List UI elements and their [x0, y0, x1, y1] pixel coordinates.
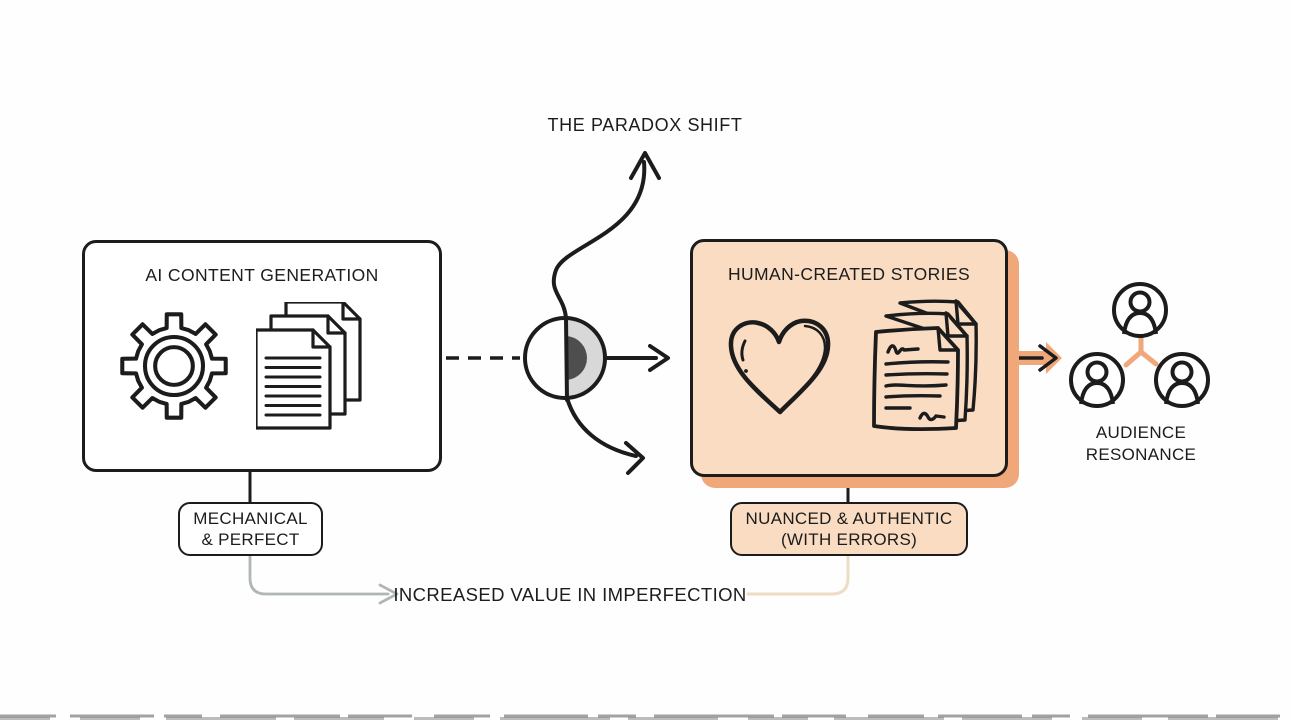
- gear-icon: [120, 312, 228, 420]
- person-icon: [1069, 352, 1125, 408]
- manuscript-icon: [872, 299, 978, 432]
- audience-label-line2: RESONANCE: [1085, 445, 1197, 464]
- flow-arrow-right: [604, 344, 670, 372]
- right-label-line1: NUANCED & AUTHENTIC: [745, 509, 953, 528]
- nuanced-authentic-label: NUANCED & AUTHENTIC (WITH ERRORS): [730, 502, 968, 556]
- person-icon: [1112, 282, 1168, 338]
- mechanical-perfect-label: MECHANICAL & PERFECT: [178, 502, 323, 556]
- diagram-title: THE PARADOX SHIFT: [547, 115, 743, 135]
- heart-icon: [728, 318, 831, 415]
- network-y-icon: [1123, 333, 1159, 368]
- audience-resonance-label: AUDIENCE RESONANCE: [1086, 422, 1196, 466]
- gray-elbow-arrow: [248, 554, 399, 605]
- left-label-line2: & PERFECT: [201, 530, 300, 549]
- right-label-line2: (WITH ERRORS): [780, 530, 918, 549]
- left-label-line1: MECHANICAL: [193, 509, 308, 528]
- right-box-title: HUMAN-CREATED STORIES: [727, 264, 971, 284]
- bottom-caption: INCREASED VALUE IN IMPERFECTION: [393, 584, 747, 605]
- audience-arrow: [1004, 344, 1058, 372]
- audience-label-line1: AUDIENCE: [1095, 423, 1187, 442]
- person-icon: [1154, 352, 1210, 408]
- curve-arrow-down: [565, 396, 645, 475]
- documents-icon: [256, 302, 362, 430]
- tan-elbow-line: [746, 554, 850, 596]
- bottom-edge-artifact: [0, 714, 1290, 720]
- curve-arrow-up: [551, 151, 661, 402]
- audience-icons: [1069, 282, 1210, 408]
- left-box-title: AI CONTENT GENERATION: [145, 265, 379, 285]
